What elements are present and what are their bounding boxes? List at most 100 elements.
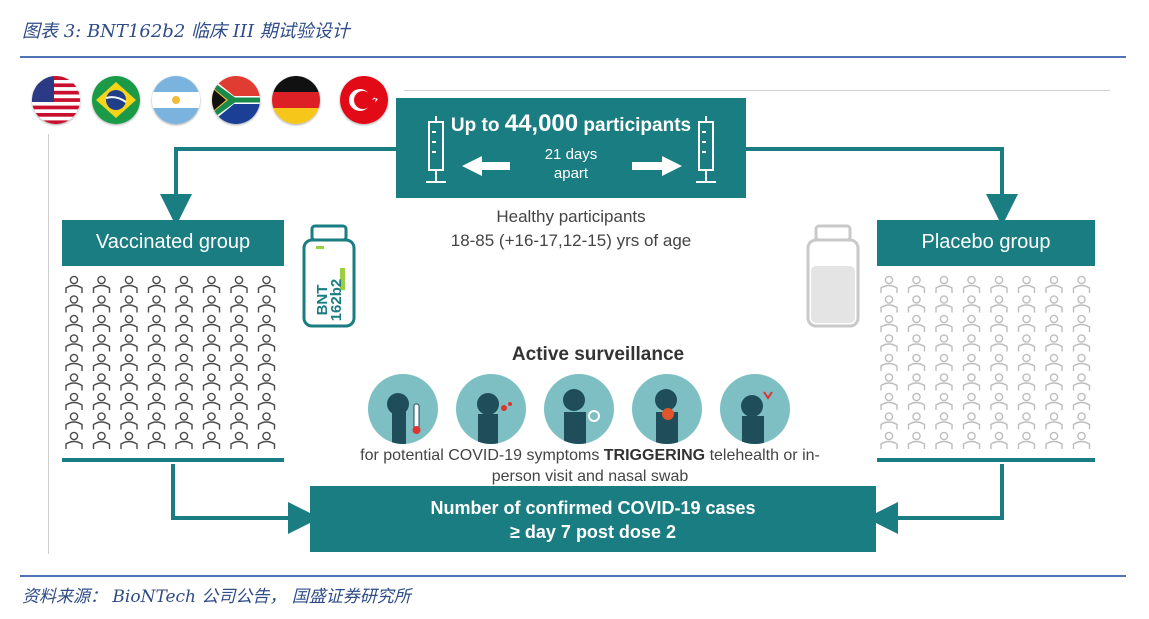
- person-icon: [120, 314, 138, 332]
- person-icon: [1017, 295, 1036, 313]
- endpoint-line2: ≥ day 7 post dose 2: [510, 522, 676, 542]
- person-icon: [202, 373, 221, 391]
- person-icon: [1045, 334, 1063, 352]
- person-icon: [880, 334, 898, 352]
- eligibility-line1: Healthy participants: [496, 207, 646, 226]
- person-icon: [147, 295, 166, 313]
- person-icon: [257, 373, 276, 391]
- placebo-group-label: Placebo group: [921, 231, 1051, 253]
- person-icon: [1072, 392, 1091, 410]
- person-icon: [1045, 275, 1063, 293]
- surveillance-title: Active surveillance: [511, 344, 685, 365]
- vial-label: BNT 162b2: [314, 278, 345, 322]
- person-icon: [907, 334, 926, 352]
- person-icon: [147, 392, 166, 410]
- person-icon: [1072, 275, 1091, 293]
- surveillance-text-line2: person visit and nasal swab: [491, 468, 689, 485]
- person-icon: [147, 373, 166, 391]
- person-icon: [907, 412, 926, 430]
- person-icon: [65, 373, 83, 391]
- frame-left-line: [48, 134, 49, 554]
- person-icon: [990, 295, 1008, 313]
- person-icon: [880, 373, 898, 391]
- person-icon: [990, 314, 1008, 332]
- person-icon: [907, 373, 926, 391]
- placebo-people-grid: [877, 275, 1095, 462]
- person-icon: [257, 295, 276, 313]
- person-icon: [92, 295, 111, 313]
- eligibility-text: Healthy participants 18-85 (+16-17,12-15…: [396, 205, 746, 253]
- person-icon: [230, 412, 248, 430]
- argentina-flag-icon: [152, 76, 200, 124]
- person-icon: [65, 412, 83, 430]
- person-icon: [990, 392, 1008, 410]
- person-icon: [990, 373, 1008, 391]
- person-icon: [120, 353, 138, 371]
- endpoint-line1: Number of confirmed COVID-19 cases: [430, 498, 756, 518]
- person-icon: [962, 373, 981, 391]
- person-icon: [907, 431, 926, 449]
- person-icon: [935, 392, 953, 410]
- person-icon: [175, 412, 193, 430]
- person-icon: [65, 334, 83, 352]
- sore-throat-icon: [544, 374, 614, 444]
- person-icon: [1017, 353, 1036, 371]
- person-icon: [120, 431, 138, 449]
- person-icon: [147, 353, 166, 371]
- person-icon: [990, 334, 1008, 352]
- interval-line1: 21 days: [544, 146, 598, 163]
- person-icon: [175, 314, 193, 332]
- interval-arrows: [462, 156, 682, 176]
- surveillance-text-bold: TRIGGERING: [603, 447, 706, 464]
- placebo-vial-icon: [806, 224, 860, 328]
- person-icon: [202, 353, 221, 371]
- person-icon: [880, 431, 898, 449]
- person-icon: [1072, 314, 1091, 332]
- endpoint-box: Number of confirmed COVID-19 cases ≥ day…: [310, 486, 876, 552]
- person-icon: [1045, 295, 1063, 313]
- person-icon: [1017, 392, 1036, 410]
- person-icon: [120, 412, 138, 430]
- person-icon: [1045, 431, 1063, 449]
- person-icon: [92, 275, 111, 293]
- person-icon: [962, 334, 981, 352]
- person-icon: [120, 295, 138, 313]
- person-icon: [175, 295, 193, 313]
- person-icon: [1045, 353, 1063, 371]
- person-icon: [202, 412, 221, 430]
- person-icon: [1017, 431, 1036, 449]
- person-icon: [147, 431, 166, 449]
- person-icon: [1017, 314, 1036, 332]
- person-icon: [907, 392, 926, 410]
- source-note: 资料来源： BioNTech 公司公告， 国盛证券研究所: [22, 587, 411, 607]
- person-icon: [202, 431, 221, 449]
- person-icon: [230, 373, 248, 391]
- frame-top-line: [404, 90, 1110, 91]
- enrollment-number: 44,000: [504, 110, 579, 137]
- trial-design-diagram: Up to 44,000 participants 21 days apart: [24, 62, 1130, 562]
- person-icon: [202, 392, 221, 410]
- person-icon: [147, 275, 166, 293]
- person-icon: [880, 412, 898, 430]
- placebo-group-box: Placebo group: [877, 220, 1095, 266]
- person-icon: [65, 295, 83, 313]
- enrollment-title: Up to 44,000 participants: [396, 110, 746, 138]
- bnt162b2-vial-icon: [302, 224, 356, 328]
- person-icon: [92, 314, 111, 332]
- person-icon: [65, 275, 83, 293]
- top-rule: [20, 56, 1126, 58]
- person-icon: [907, 314, 926, 332]
- person-icon: [120, 334, 138, 352]
- person-icon: [257, 431, 276, 449]
- connector-arrows: [160, 147, 1018, 534]
- person-icon: [962, 314, 981, 332]
- vaccinated-group-box: Vaccinated group: [62, 220, 284, 266]
- headache-icon: [720, 374, 790, 444]
- person-icon: [92, 334, 111, 352]
- person-icon: [880, 314, 898, 332]
- person-icon: [175, 392, 193, 410]
- fever-thermometer-icon: [368, 374, 438, 444]
- vaccinated-group-label: Vaccinated group: [95, 231, 251, 253]
- person-icon: [65, 431, 83, 449]
- person-icon: [880, 353, 898, 371]
